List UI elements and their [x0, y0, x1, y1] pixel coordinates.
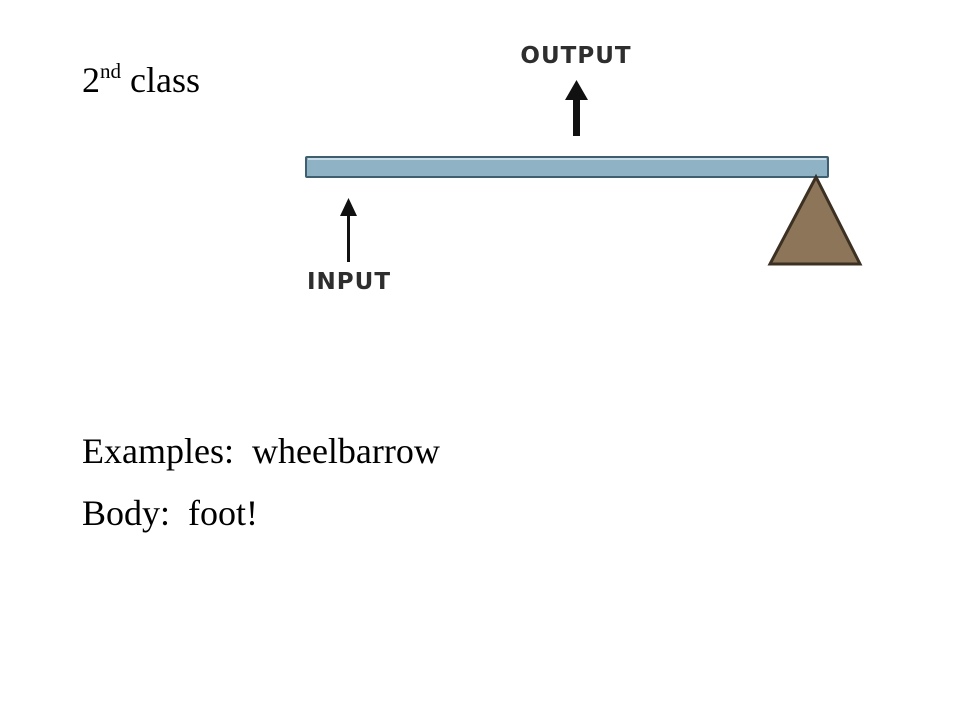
input-label: INPUT	[307, 269, 391, 295]
output-label: OUTPUT	[520, 43, 631, 69]
examples-value: wheelbarrow	[251, 431, 440, 471]
body-label: Body:	[82, 493, 171, 533]
examples-line: Examples: wheelbarrow	[82, 429, 440, 473]
title-ordinal-number: 2	[82, 60, 100, 100]
slide-title: 2nd class	[82, 58, 200, 107]
fulcrum-icon	[767, 173, 863, 266]
title-ordinal-suffix: nd	[100, 59, 121, 83]
body-value: foot!	[188, 493, 258, 533]
examples-label: Examples:	[82, 431, 234, 471]
title-rest: class	[121, 60, 200, 100]
output-arrow-icon	[565, 80, 588, 136]
input-arrow-icon	[340, 198, 357, 262]
body-line: Body: foot!	[82, 491, 258, 535]
lever-beam	[305, 156, 829, 178]
